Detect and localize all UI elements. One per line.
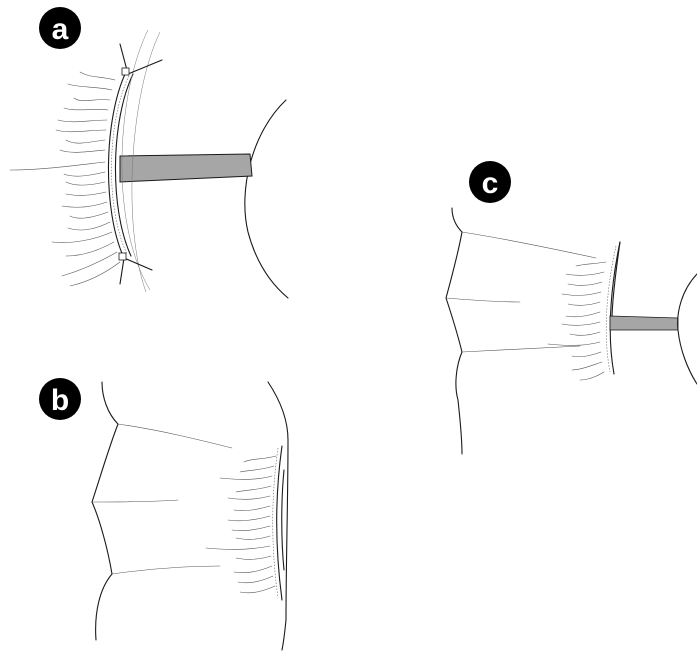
panel-b-cell-outline	[92, 382, 118, 640]
panel-c-rod	[610, 316, 678, 330]
panel-c: c	[446, 161, 697, 454]
panel-b-membrane	[273, 446, 284, 600]
panel-c-partition-top	[462, 232, 596, 258]
panel-c-cell-outline	[446, 208, 462, 454]
panel-b-partition-mid	[92, 500, 178, 502]
panel-c-sphere-outline	[678, 274, 697, 384]
panel-b-hairs	[206, 456, 276, 593]
panel-b: b	[39, 378, 288, 650]
panel-a-label-badge: a	[39, 7, 81, 49]
panel-c-label: c	[482, 167, 499, 200]
panel-b-label: b	[51, 384, 69, 417]
panel-c-hairs	[548, 262, 606, 380]
panel-c-partition-mid	[446, 298, 520, 302]
panel-a-rod	[120, 154, 252, 182]
panel-b-partition-low	[112, 566, 220, 574]
panel-b-right-edge	[268, 382, 288, 650]
panel-b-label-badge: b	[39, 378, 81, 420]
panel-c-partition-low	[462, 346, 580, 352]
panel-b-partition-top	[118, 424, 232, 448]
panel-a: a	[10, 7, 288, 298]
panel-a-label: a	[52, 13, 69, 46]
panel-c-membrane	[606, 242, 620, 374]
panel-a-hairs	[10, 72, 120, 286]
panel-c-label-badge: c	[469, 161, 511, 203]
panel-a-sphere-outline	[245, 100, 288, 298]
